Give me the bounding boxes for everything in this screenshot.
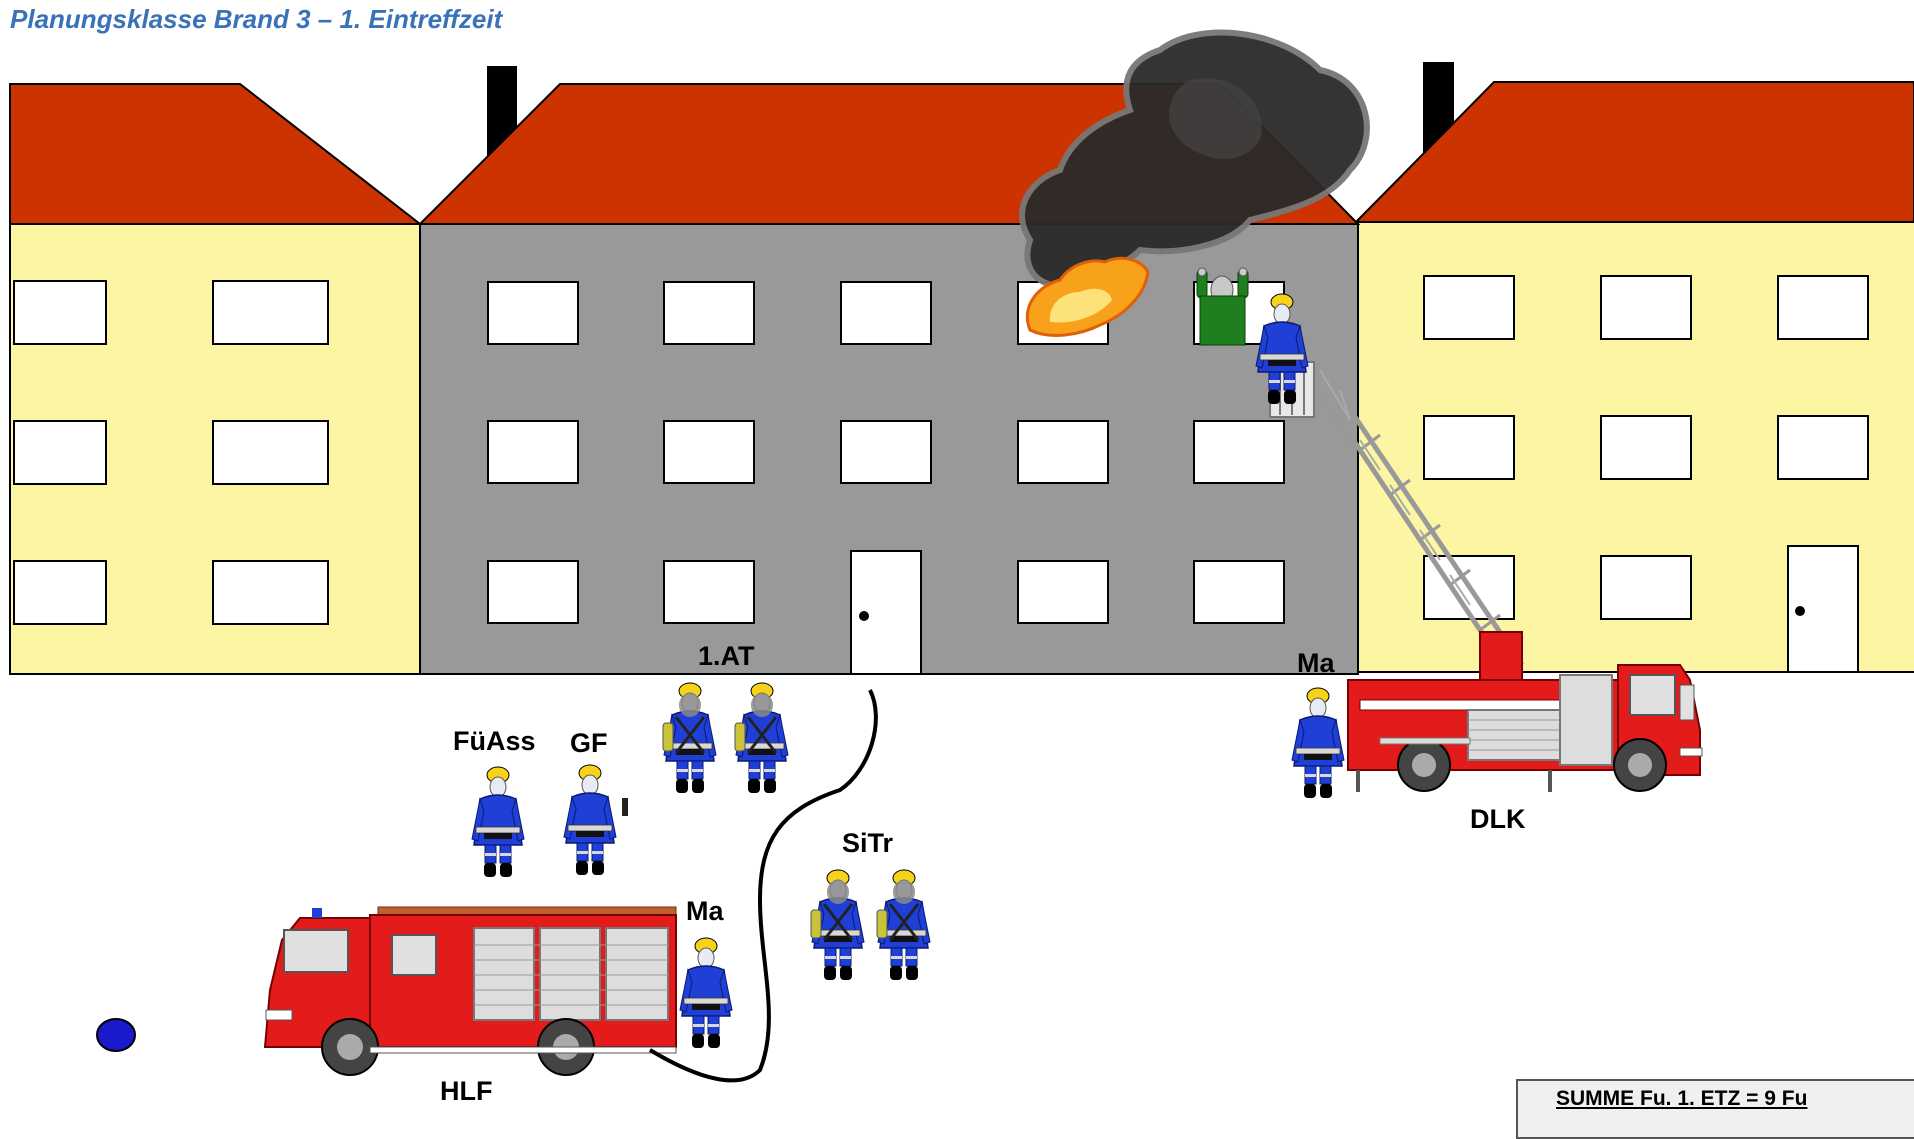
window — [664, 561, 754, 623]
firefighter-icon — [680, 938, 732, 1048]
window — [1018, 561, 1108, 623]
label-attack-troop: 1.AT — [698, 641, 755, 671]
firefighter-icon — [811, 870, 864, 980]
hydrant-icon — [97, 1019, 135, 1051]
window — [1018, 421, 1108, 483]
window — [213, 561, 328, 624]
summary-text: SUMME Fu. 1. ETZ = 9 Fu — [1556, 1087, 1807, 1111]
roof-rack — [378, 907, 676, 915]
window — [14, 561, 106, 624]
window — [841, 421, 931, 483]
label-command-assistant: FüAss — [453, 726, 536, 756]
firefighter-icon — [564, 765, 616, 875]
firefighter-icon — [1292, 688, 1344, 798]
window — [1194, 421, 1284, 483]
window — [488, 282, 578, 344]
engine-truck-icon — [265, 907, 676, 1075]
label-engine-truck: HLF — [440, 1076, 492, 1106]
window — [1601, 416, 1691, 479]
label-safety-troop: SiTr — [842, 828, 894, 858]
victim-icon — [1197, 268, 1248, 345]
radio-icon — [622, 798, 628, 816]
window — [664, 421, 754, 483]
window — [841, 282, 931, 344]
door-knob — [1795, 606, 1805, 616]
door-knob — [859, 611, 869, 621]
window — [1424, 416, 1514, 479]
window — [14, 421, 106, 484]
firefighter-icon — [735, 683, 788, 793]
left-roof — [10, 84, 420, 224]
window — [488, 561, 578, 623]
scene: 1.AT Ma FüAss GF SiTr Ma DLK HLF — [0, 0, 1914, 1115]
window — [1424, 276, 1514, 339]
window — [1778, 416, 1868, 479]
label-machinist-engine: Ma — [686, 896, 724, 926]
window — [14, 281, 106, 344]
window — [213, 421, 328, 484]
left-building — [10, 84, 420, 674]
firefighter-icon — [472, 767, 524, 877]
label-group-leader: GF — [570, 728, 608, 758]
window — [1778, 276, 1868, 339]
window — [488, 421, 578, 483]
window — [664, 282, 754, 344]
firefighter-icon — [877, 870, 930, 980]
window — [213, 281, 328, 344]
window — [1601, 556, 1691, 619]
label-ladder-truck: DLK — [1470, 804, 1526, 834]
window — [1194, 561, 1284, 623]
firefighter-icon — [663, 683, 716, 793]
label-machinist-ladder: Ma — [1297, 648, 1335, 678]
window — [1601, 276, 1691, 339]
right-building — [1356, 62, 1914, 672]
